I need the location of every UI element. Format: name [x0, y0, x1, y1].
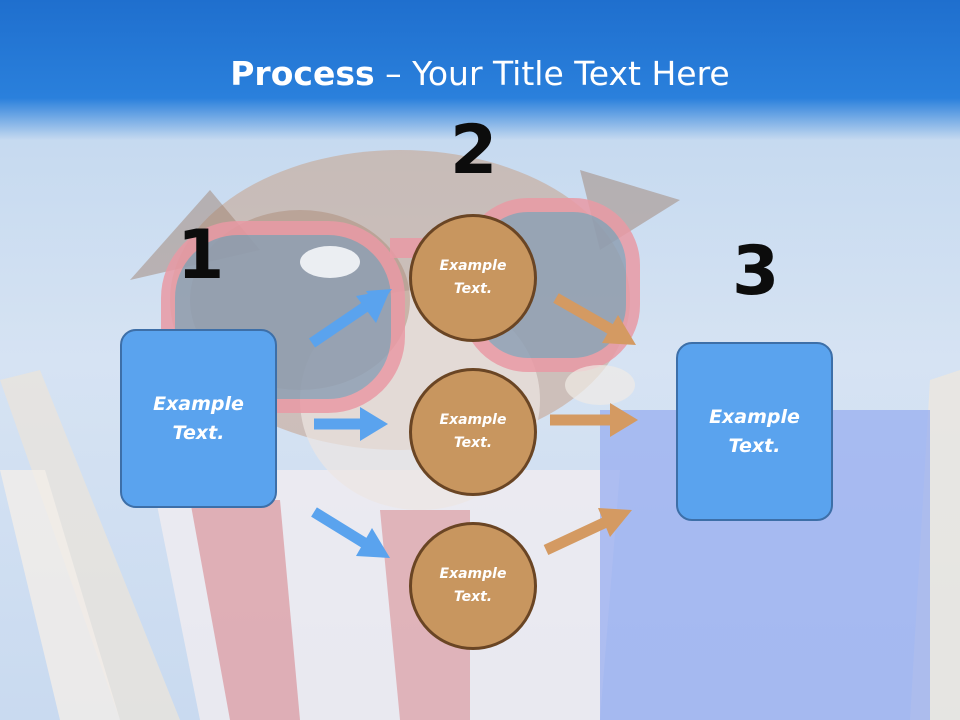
arrow-orange-down [553, 293, 636, 345]
circle-top: Example Text. [409, 214, 537, 342]
title-band [0, 0, 960, 140]
circle-bottom-text: Example Text. [439, 566, 507, 605]
arrow-orange-up [543, 508, 632, 555]
slide-title: Process – Your Title Text Here [0, 52, 960, 96]
arrow-blue-up [308, 289, 392, 348]
title-bold: Process [230, 54, 375, 93]
circle-middle: Example Text. [409, 368, 537, 496]
step-3-box: Example Text. [676, 342, 833, 521]
step-1-box: Example Text. [120, 329, 277, 508]
circle-top-text: Example Text. [439, 258, 507, 297]
circle-middle-text: Example Text. [439, 412, 507, 451]
arrow-blue-down [311, 507, 390, 558]
step-number-2: 2 [450, 111, 498, 190]
title-rest: – Your Title Text Here [374, 54, 730, 93]
step-1-text: Example Text. [153, 392, 244, 444]
arrow-blue-middle [314, 407, 388, 441]
step-number-1: 1 [177, 216, 225, 295]
step-3-text: Example Text. [709, 405, 800, 457]
circle-bottom: Example Text. [409, 522, 537, 650]
step-number-3: 3 [732, 232, 780, 311]
arrow-orange-middle [550, 403, 638, 437]
